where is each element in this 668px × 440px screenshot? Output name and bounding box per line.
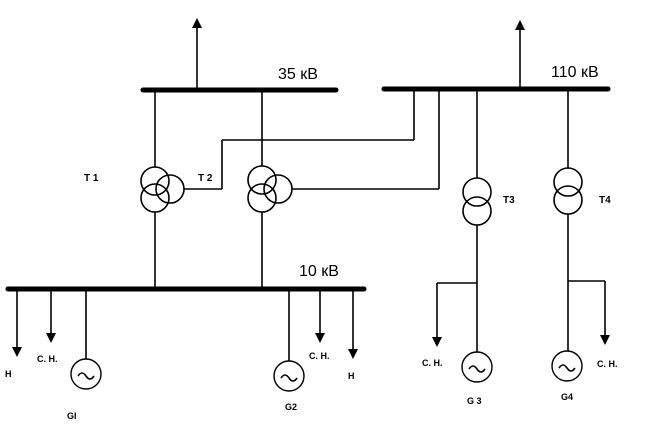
aux-feeder-3 (432, 282, 477, 347)
load-feeder-left (12, 289, 22, 357)
arrow-down-icon (12, 347, 22, 357)
arrow-up-icon (515, 20, 525, 30)
aux-feeder-2 (315, 289, 325, 343)
feeder-110kv-outgoing (515, 20, 525, 89)
aux-4-label: С. Н. (597, 359, 618, 369)
transformer-t1-label: T 1 (84, 173, 99, 184)
arrow-down-icon (46, 333, 56, 343)
arrow-up-icon (192, 18, 202, 28)
feeder-35kv-outgoing (192, 18, 202, 90)
bus-35kv-label: 35 кВ (278, 66, 318, 83)
aux-3-label: С. Н. (422, 358, 443, 368)
sine-wave-icon (558, 364, 576, 372)
sine-wave-icon (468, 365, 486, 373)
generator-g4 (551, 350, 583, 382)
sine-wave-icon (280, 374, 298, 382)
generator-g2 (273, 289, 305, 392)
load-left-label: H (5, 369, 12, 379)
load-right-label: H (348, 371, 355, 381)
transformer-t2-label: T 2 (198, 173, 213, 184)
load-feeder-right (348, 289, 358, 359)
aux-2-label: С. Н. (309, 351, 330, 361)
transformer-t3 (462, 89, 492, 352)
transformer-t4 (553, 89, 583, 351)
generator-g2-label: G2 (285, 402, 297, 412)
generator-g4-label: G4 (561, 392, 573, 402)
bus-110kv-label: 110 кВ (551, 64, 599, 81)
transformer-t4-label: T4 (599, 195, 611, 206)
arrow-down-icon (348, 349, 358, 359)
generator-g3 (461, 351, 493, 383)
transformer-t1 (140, 89, 415, 289)
arrow-down-icon (600, 335, 610, 345)
transformer-t3-label: T3 (503, 195, 515, 206)
aux-feeder-1 (46, 289, 56, 343)
generator-g1-label: GI (67, 411, 77, 421)
aux-1-label: С. Н. (37, 354, 58, 364)
aux-feeder-4 (568, 280, 610, 345)
generator-g1 (70, 289, 102, 390)
bus-10kv-label: 10 кВ (299, 263, 339, 280)
arrow-down-icon (432, 337, 442, 347)
arrow-down-icon (315, 333, 325, 343)
sine-wave-icon (77, 372, 95, 380)
transformer-t2 (247, 89, 440, 289)
generator-g3-label: G 3 (467, 396, 482, 406)
